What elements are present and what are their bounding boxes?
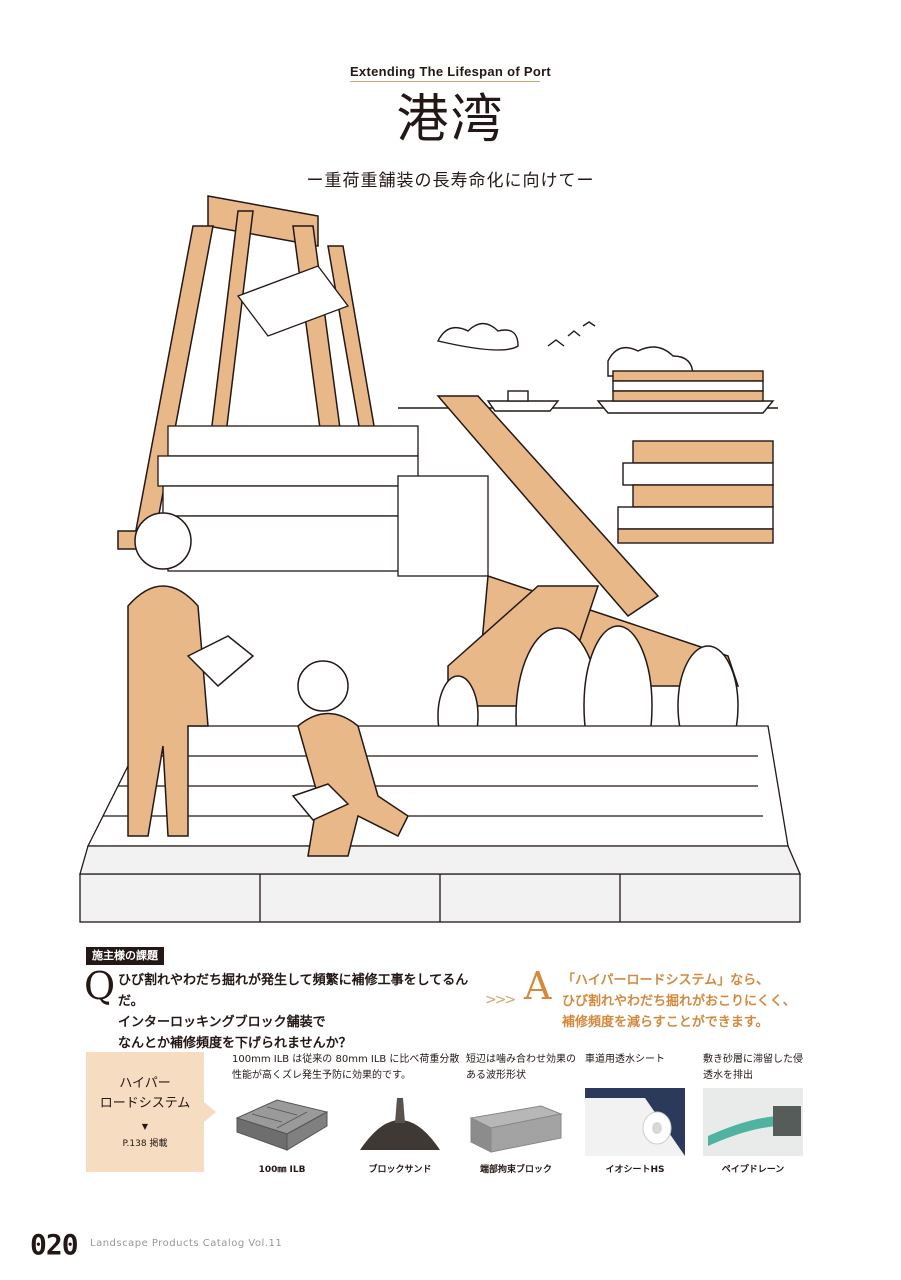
- kicker-underline: [350, 81, 540, 82]
- component-desc-line: 性能が高くズレ発生予防に効果的です。: [232, 1070, 411, 1081]
- question-line: なんとか補修頻度を下げられませんか？: [118, 1036, 352, 1051]
- catalog-footer: Landscape Products Catalog Vol.11: [90, 1238, 283, 1249]
- answer-line: ひび割れやわだち掘れがおこりにくく、: [562, 994, 796, 1009]
- kicker-heading: Extending The Lifespan of Port: [349, 64, 552, 79]
- answer-line: 補修頻度を減らすことができます。: [562, 1015, 769, 1030]
- answer-text: 「ハイパーロードシステム」なら、 ひび割れやわだち掘れがおこりにくく、 補修頻度…: [562, 970, 862, 1033]
- component-caption: 端部拘束ブロック: [479, 1165, 552, 1175]
- question-line: ひび割れやわだち掘れが発生して頻繁に補修工事をしてるんだ。: [118, 973, 469, 1009]
- edge-block-image: [466, 1088, 566, 1156]
- answer-line: 「ハイパーロードシステム」なら、: [562, 973, 770, 988]
- component-desc: 敷き砂層に滞留した侵 透水を排出: [703, 1052, 813, 1084]
- component-caption: イオシートHS: [605, 1165, 665, 1175]
- ilb-block-image: [232, 1088, 332, 1156]
- component-desc: 短辺は噛み合わせ効果の ある波形形状: [466, 1052, 581, 1084]
- page-title: 港湾: [396, 90, 505, 150]
- arrow-icon: >>>: [485, 992, 516, 1008]
- component-desc-line: ある波形形状: [466, 1070, 526, 1081]
- hyper-road-system-box: ハイパー ロードシステム ▼ P.138 掲載: [86, 1052, 204, 1172]
- component-desc-line: 透水を排出: [703, 1070, 753, 1081]
- component-desc-line: 車道用透水シート: [585, 1054, 665, 1065]
- question-line: インターロッキングブロック舗装で: [118, 1015, 326, 1030]
- page-number: 020: [30, 1228, 79, 1261]
- component-caption: 100㎜ ILB: [258, 1165, 306, 1175]
- question-text: ひび割れやわだち掘れが発生して頻繁に補修工事をしてるんだ。 インターロッキングブ…: [118, 970, 488, 1054]
- system-name: ハイパー ロードシステム: [86, 1074, 204, 1114]
- system-name-line: ハイパー: [119, 1076, 171, 1091]
- answer-letter: A: [524, 964, 552, 1008]
- question-letter: Q: [84, 964, 116, 1008]
- io-sheet-image: [585, 1088, 685, 1156]
- pipe-drain-image: [703, 1088, 803, 1156]
- triangle-down-icon: ▼: [141, 1122, 149, 1131]
- client-issue-tag: 施主様の課題: [86, 947, 164, 965]
- component-desc: 車道用透水シート: [585, 1052, 695, 1068]
- component-caption: ブロックサンド: [368, 1165, 432, 1175]
- component-desc-line: 短辺は噛み合わせ効果の: [466, 1054, 576, 1065]
- component-caption: ペイプドレーン: [721, 1165, 785, 1175]
- page-subtitle: ー重荷重舗装の長寿命化に向けてー: [306, 171, 595, 191]
- component-desc: 100mm ILB は従来の 80mm ILB に比べ荷重分散 性能が高くズレ発…: [232, 1052, 462, 1084]
- page-reference: P.138 掲載: [122, 1139, 168, 1149]
- block-sand-image: [350, 1088, 450, 1156]
- pointer-triangle: [204, 1102, 216, 1122]
- component-desc-line: 敷き砂層に滞留した侵: [703, 1054, 803, 1065]
- component-desc-line: 100mm ILB は従来の 80mm ILB に比べ荷重分散: [232, 1054, 460, 1065]
- port-illustration: [79, 195, 801, 923]
- system-name-line: ロードシステム: [99, 1096, 191, 1111]
